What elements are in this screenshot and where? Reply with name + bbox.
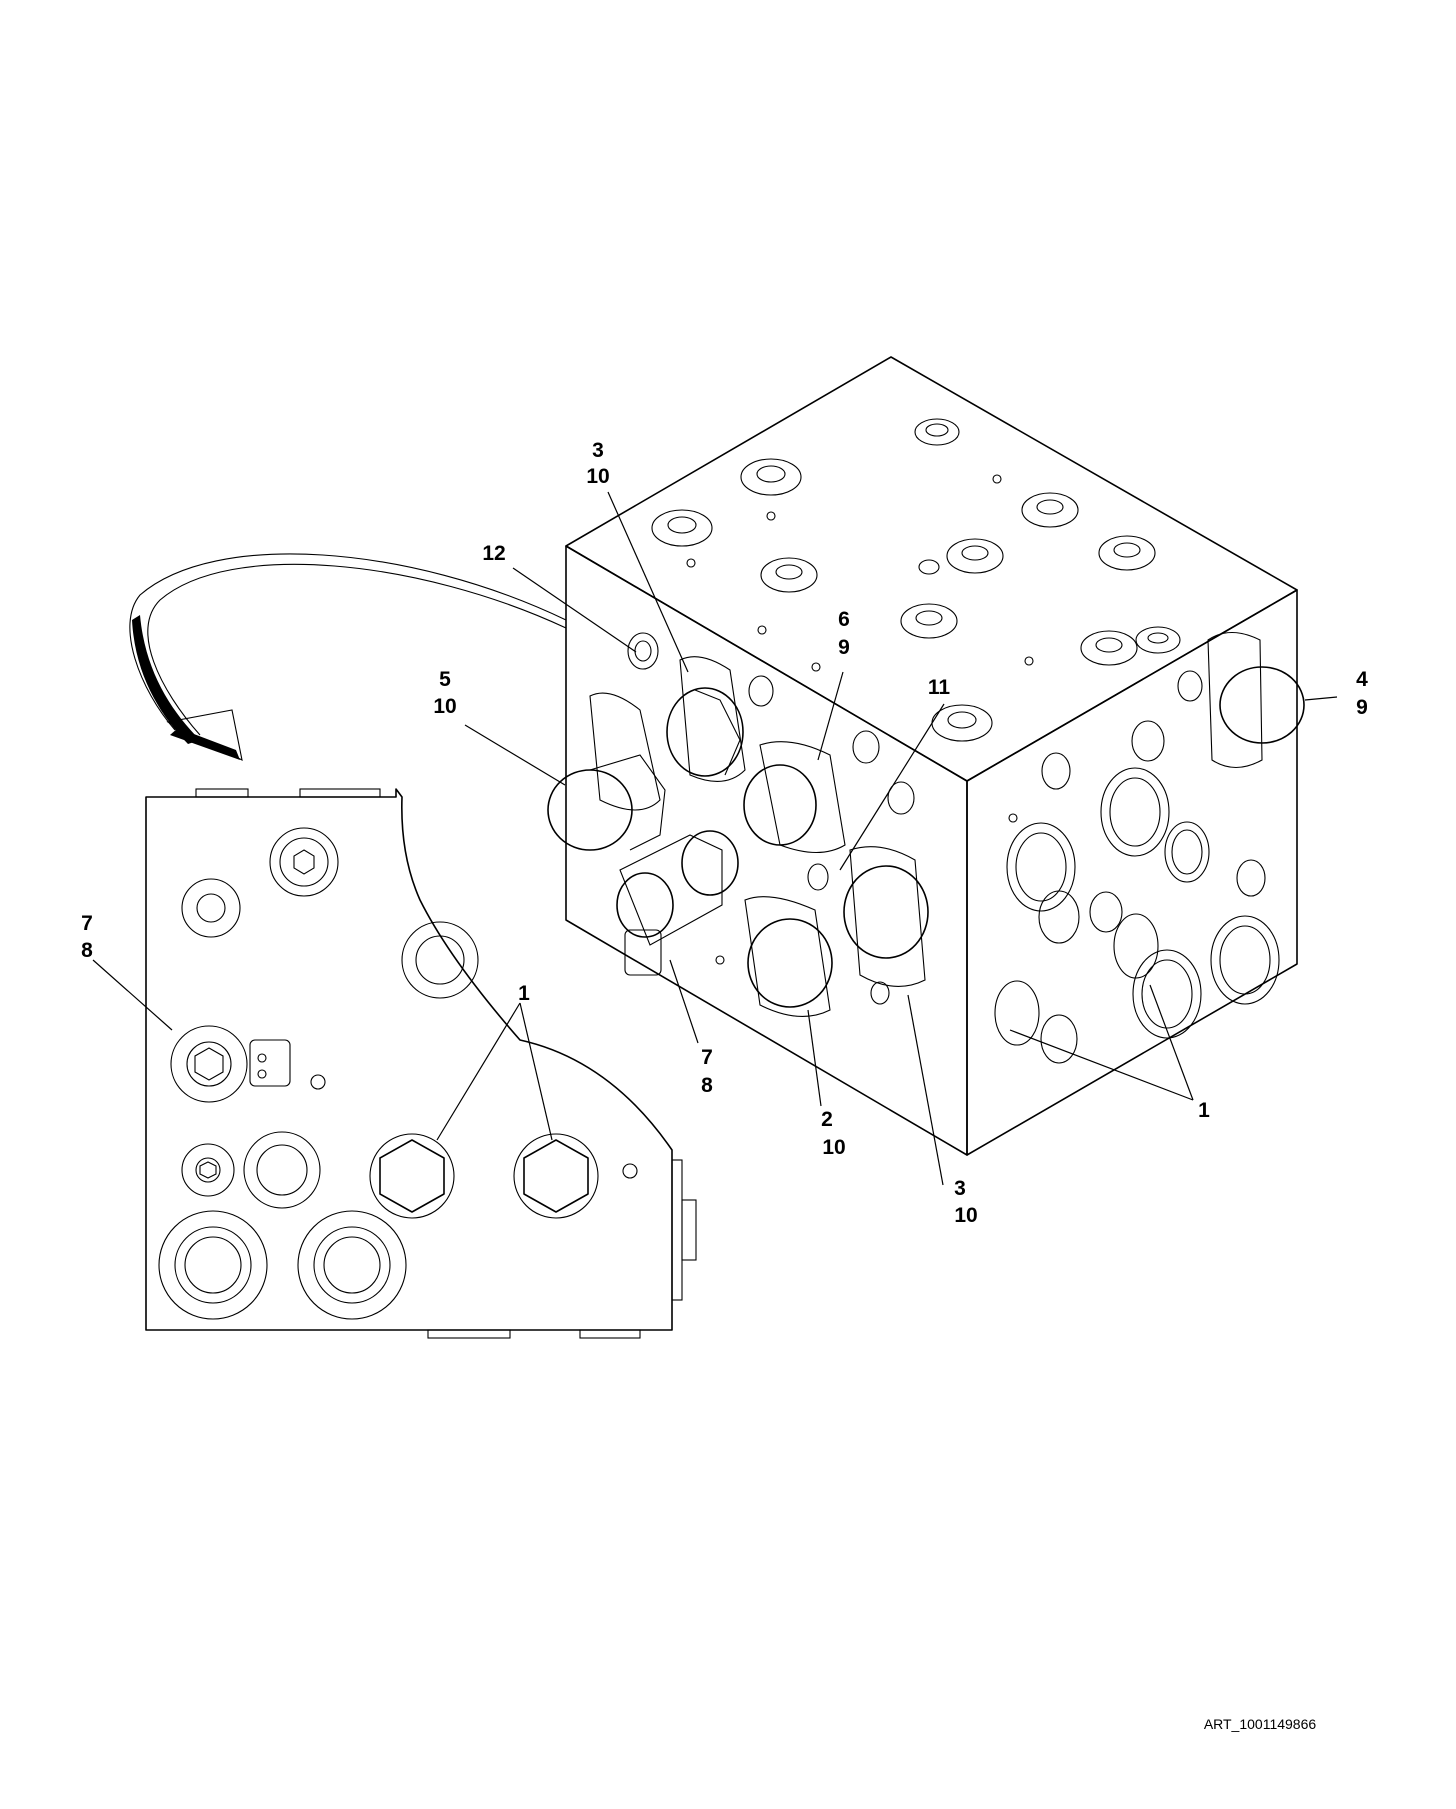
- callout-1b: 1: [1198, 1099, 1210, 1122]
- art-reference: ART_1001149866: [1204, 1716, 1317, 1732]
- callout-12: 12: [482, 542, 505, 565]
- callout-2-item: 2: [821, 1108, 833, 1131]
- callout-5-qty: 10: [433, 695, 456, 718]
- side-view-block: [145, 788, 697, 1339]
- leader-lines: [92, 491, 1338, 1186]
- callout-3b-qty: 10: [954, 1204, 977, 1227]
- left-face-components: [547, 632, 929, 1017]
- callout-3b-item: 3: [954, 1177, 966, 1200]
- callout-3a-qty: 10: [586, 465, 609, 488]
- callout-6-qty: 9: [838, 636, 850, 659]
- callout-7a-qty: 8: [81, 939, 93, 962]
- callout-7b-item: 7: [701, 1046, 713, 1069]
- callout-4-item: 4: [1356, 668, 1368, 691]
- callout-7b-qty: 8: [701, 1074, 713, 1097]
- callout-4-qty: 9: [1356, 696, 1368, 719]
- manifold-block: [547, 356, 1305, 1156]
- block-top-face: [565, 356, 1298, 782]
- top-bolts: [651, 418, 1181, 742]
- view-arrow: [129, 553, 567, 762]
- callout-5-item: 5: [439, 668, 451, 691]
- block-right-face: [966, 589, 1298, 1156]
- right-face-components: [994, 631, 1305, 1064]
- callout-7a-item: 7: [81, 912, 93, 935]
- callout-1a: 1: [518, 982, 530, 1005]
- callout-6-item: 6: [838, 608, 850, 631]
- callout-3a-item: 3: [592, 439, 604, 462]
- callout-labels: 3 10 12 5 10 6 9 11 4 9 7 8 1 7 8 2 10 3…: [81, 439, 1368, 1227]
- callout-2-qty: 10: [822, 1136, 845, 1159]
- callout-11: 11: [928, 676, 951, 699]
- block-left-face: [565, 545, 968, 1156]
